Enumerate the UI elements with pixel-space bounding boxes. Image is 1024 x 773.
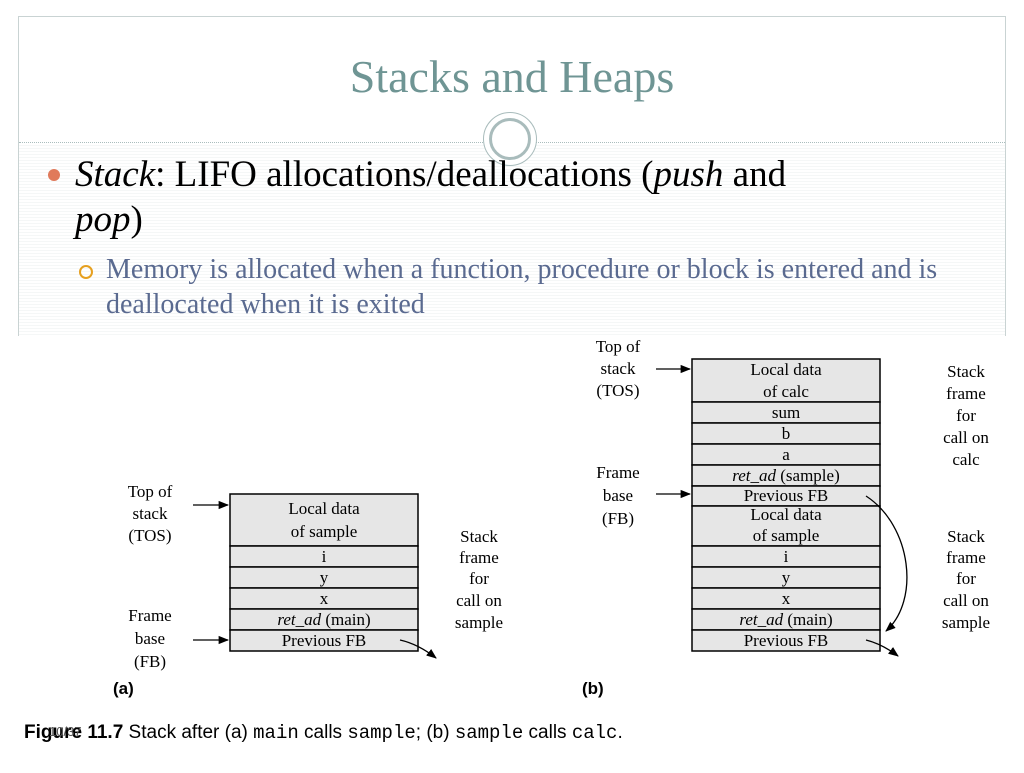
b-calc-frame-line-2: frame	[946, 384, 986, 403]
term-push: push	[653, 154, 724, 195]
b-ret-main: (main)	[783, 610, 833, 629]
a-x: x	[320, 589, 329, 608]
b-i: i	[784, 547, 789, 566]
b-sample-line-2: of sample	[753, 526, 820, 545]
a-ret-ad: ret_ad (main)	[277, 610, 370, 629]
b-prev-fb-2-arrow	[865, 639, 899, 657]
b-ret-ad-term-2: ret_ad	[739, 610, 783, 629]
b-calc-line-2: of calc	[763, 382, 809, 401]
a-cell-prev-fb	[229, 629, 419, 652]
b-panel-label: (b)	[582, 679, 604, 698]
panel-b: Top of stack (TOS) Frame base (FB) Local…	[582, 337, 990, 698]
a-local-line-1: Local data	[288, 499, 360, 518]
b-b: b	[782, 424, 791, 443]
caption-part-1: Stack after (a)	[123, 722, 253, 743]
caption-main: main	[253, 722, 299, 744]
b-prev-fb-link-arrow	[865, 495, 908, 632]
caption-figure-number: Figure 11.7	[24, 722, 123, 743]
b-tos-line-2: stack	[601, 359, 636, 378]
a-prev-fb: Previous FB	[282, 631, 367, 650]
b-calc-frame-line-3: for	[956, 406, 976, 425]
divider-circle-ornament	[483, 112, 537, 166]
caption-sample: sample	[347, 722, 415, 744]
bullet-text-and: and	[723, 154, 787, 195]
b-cell-local-sample	[691, 505, 881, 547]
b-calc-frame-line-4: call on	[943, 428, 989, 447]
b-tos-line-3: (TOS)	[596, 381, 639, 400]
divider-circle-inner	[489, 118, 531, 160]
a-fb-line-2: base	[135, 629, 165, 648]
b-fb-line-2: base	[603, 486, 633, 505]
a-fb-line-1: Frame	[128, 606, 171, 625]
b-fb-line-1: Frame	[596, 463, 639, 482]
b-calc-frame-line-5: calc	[952, 450, 980, 469]
a-frame-line-4: call on	[456, 591, 502, 610]
bullet-text-close: )	[130, 199, 143, 240]
a-ret-ad-term: ret_ad	[277, 610, 321, 629]
a-local-line-2: of sample	[291, 522, 358, 541]
b-fb-line-3: (FB)	[602, 509, 634, 528]
b-a: a	[782, 445, 790, 464]
a-panel-label: (a)	[113, 679, 134, 698]
colon: :	[155, 154, 166, 195]
b-sample-frame-line-2: frame	[946, 548, 986, 567]
caption-end: .	[617, 722, 622, 743]
sub-bullet-marker	[79, 265, 93, 279]
page-number: 10/37	[49, 724, 82, 739]
a-y: y	[320, 568, 329, 587]
term-pop: pop	[75, 199, 131, 240]
caption-calc: calc	[572, 722, 618, 744]
a-frame-line-3: for	[469, 569, 489, 588]
a-tos-line-2: stack	[133, 504, 168, 523]
b-cell-prev-fb-2	[691, 629, 881, 652]
slide-title: Stacks and Heaps	[349, 51, 675, 102]
caption-part-4: calls	[523, 722, 572, 743]
a-frame-line-5: sample	[455, 613, 503, 632]
a-cell-local-data	[229, 493, 419, 547]
b-calc-line-1: Local data	[750, 360, 822, 379]
caption-part-2: calls	[299, 722, 348, 743]
b-prev-fb-1: Previous FB	[744, 486, 829, 505]
b-sample-frame-line-5: sample	[942, 613, 990, 632]
caption-part-3: ; (b)	[416, 722, 455, 743]
stack-figure: Top of stack (TOS) Frame base (FB) Local…	[24, 337, 990, 744]
b-prev-fb-2: Previous FB	[744, 631, 829, 650]
figure-caption: Figure 11.7 Stack after (a) main calls s…	[24, 722, 623, 744]
a-frame-line-2: frame	[459, 548, 499, 567]
b-ret-ad-term-1: ret_ad	[732, 466, 776, 485]
a-fb-line-3: (FB)	[134, 652, 166, 671]
b-x: x	[782, 589, 791, 608]
b-sample-line-1: Local data	[750, 505, 822, 524]
b-y: y	[782, 568, 791, 587]
a-tos-line-1: Top of	[128, 482, 173, 501]
b-sample-frame-line-3: for	[956, 569, 976, 588]
a-ret-main: (main)	[321, 610, 371, 629]
body-area	[19, 143, 1005, 335]
a-frame-line-1: Stack	[460, 527, 498, 546]
sub-bullet-text: Memory is allocated when a function, pro…	[106, 254, 938, 320]
term-stack: Stack	[75, 154, 156, 195]
b-ret-sample: (sample)	[776, 466, 840, 485]
bullet-text: Stack: LIFO allocations/deallocations (p…	[75, 152, 955, 242]
b-ret-ad-sample: ret_ad (sample)	[732, 466, 840, 485]
figure-area: Top of stack (TOS) Frame base (FB) Local…	[0, 336, 1024, 768]
b-ret-ad-main: ret_ad (main)	[739, 610, 832, 629]
a-i: i	[322, 547, 327, 566]
b-sample-frame-line-1: Stack	[947, 527, 985, 546]
a-prev-fb-arrow	[399, 639, 437, 659]
bullet-marker	[48, 169, 60, 181]
a-tos-line-3: (TOS)	[128, 526, 171, 545]
b-sample-frame-line-4: call on	[943, 591, 989, 610]
caption-sample-2: sample	[455, 722, 523, 744]
b-calc-frame-line-1: Stack	[947, 362, 985, 381]
b-sum: sum	[772, 403, 800, 422]
bullet-text-part: LIFO allocations/deallocations (	[165, 154, 654, 195]
b-tos-line-1: Top of	[596, 337, 641, 356]
panel-a: Top of stack (TOS) Frame base (FB) Local…	[113, 482, 503, 698]
